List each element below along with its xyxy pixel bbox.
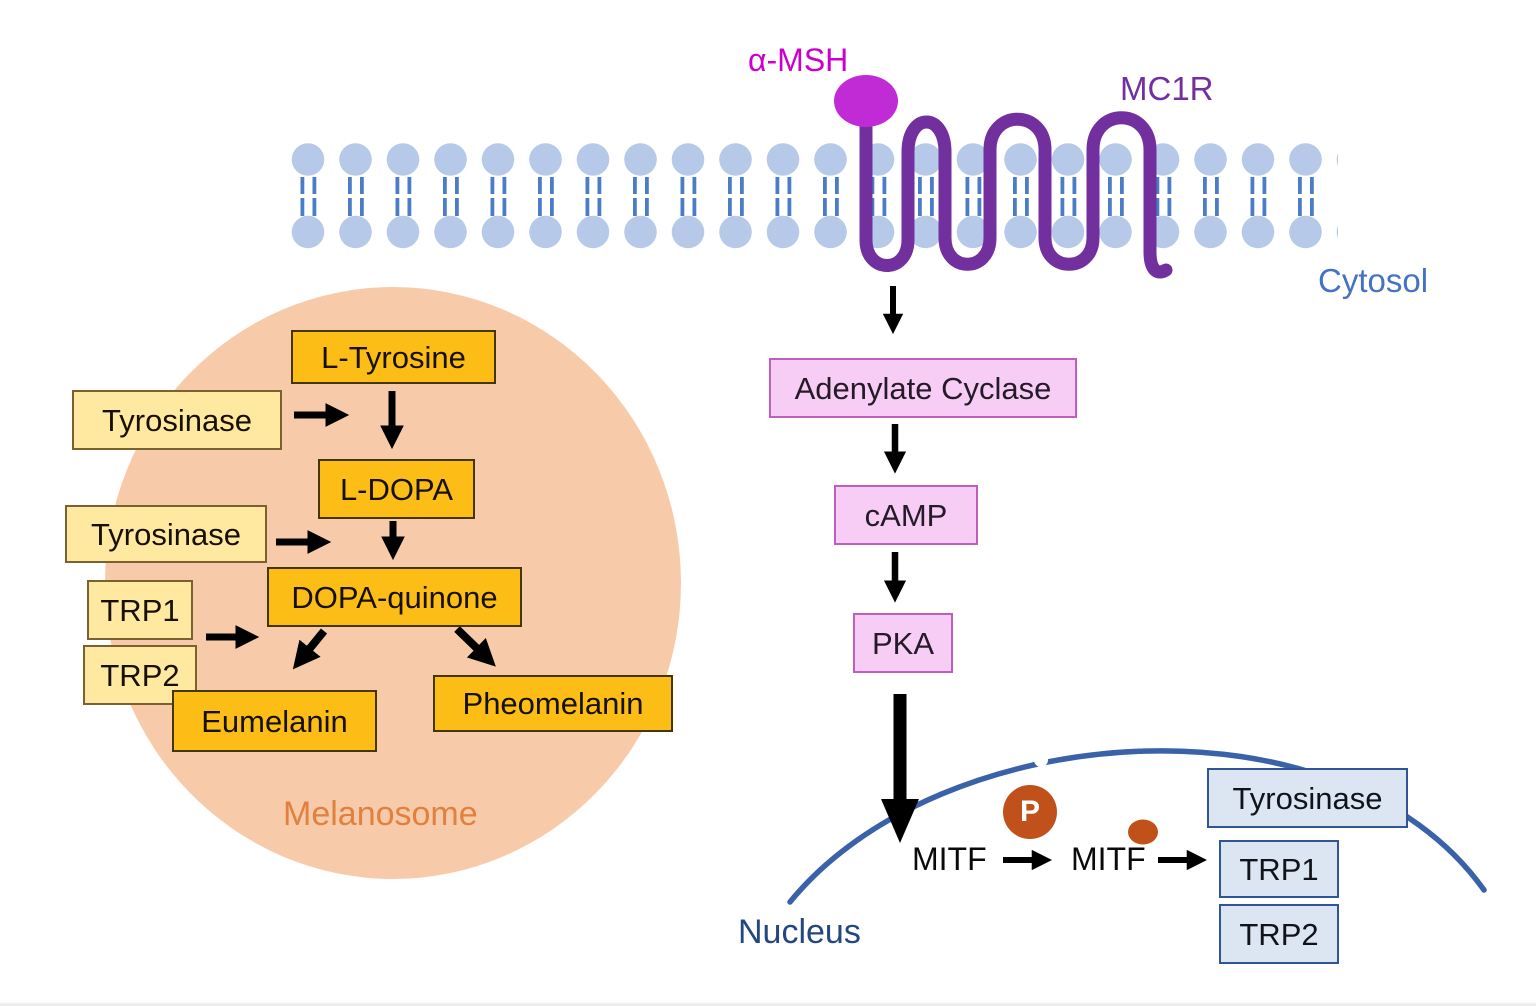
cascade-box-camp: cAMP (834, 485, 978, 545)
phosphate-letter: P (1019, 795, 1040, 828)
target-box-trp1: TRP1 (1219, 840, 1339, 898)
nucleus-arc-gap (1034, 753, 1048, 767)
target-label: Tyrosinase (1232, 780, 1383, 816)
alpha-msh-ligand-shape (834, 75, 898, 127)
enzyme-label: Tyrosinase (102, 402, 252, 438)
melanosome-label: Melanosome (283, 795, 478, 833)
substrate-box-l-tyrosine: L-Tyrosine (291, 330, 496, 384)
cell-membrane (284, 143, 1338, 249)
product-box-pheomelanin: Pheomelanin (433, 675, 673, 732)
arrow-dopaquinone-to-pheomelanin (454, 626, 496, 667)
target-box-trp2: TRP2 (1219, 904, 1339, 964)
cascade-label: PKA (871, 625, 935, 661)
enzyme-box-trp1: TRP1 (87, 580, 193, 640)
mc1r-receptor-shape (859, 111, 1173, 279)
substrate-label: L-Tyrosine (321, 339, 466, 375)
substrate-label: DOPA-quinone (291, 579, 498, 615)
enzyme-label: TRP2 (100, 657, 180, 693)
substrate-box-dopa-quinone: DOPA-quinone (267, 567, 522, 627)
mitf-label: MITF (912, 841, 987, 877)
arrow-pka-to-nucleus-head (881, 799, 919, 843)
enzyme-box-tyrosinase-2: Tyrosinase (65, 505, 267, 563)
alpha-msh-label: α-MSH (748, 42, 849, 78)
target-label: TRP1 (1239, 851, 1319, 887)
enzyme-label: Tyrosinase (91, 516, 241, 552)
cytosol-label: Cytosol (1318, 262, 1429, 299)
cascade-label: cAMP (864, 497, 948, 533)
mitf-activated-label: MITF (1071, 841, 1146, 877)
cascade-box-pka: PKA (853, 613, 953, 673)
target-box-tyrosinase: Tyrosinase (1207, 768, 1408, 828)
substrate-label: L-DOPA (339, 471, 454, 507)
product-label: Eumelanin (201, 703, 348, 739)
arrow-dopaquinone-to-eumelanin (292, 628, 328, 670)
cascade-box-adenylate-cyclase: Adenylate Cyclase (769, 358, 1077, 418)
nucleus-label: Nucleus (738, 913, 861, 951)
enzyme-box-tyrosinase-1: Tyrosinase (72, 390, 282, 450)
substrate-box-l-dopa: L-DOPA (318, 459, 475, 519)
bottom-edge-line (0, 1003, 1536, 1006)
enzyme-label: TRP1 (100, 592, 180, 628)
target-label: TRP2 (1239, 916, 1319, 952)
arrows (206, 286, 1208, 871)
phosphate-badge: P (1003, 785, 1057, 839)
product-label: Pheomelanin (462, 686, 644, 721)
phosphate-small-shape (1128, 819, 1158, 845)
mc1r-label: MC1R (1120, 70, 1214, 107)
cascade-label: Adenylate Cyclase (794, 370, 1052, 406)
product-box-eumelanin: Eumelanin (172, 690, 377, 752)
